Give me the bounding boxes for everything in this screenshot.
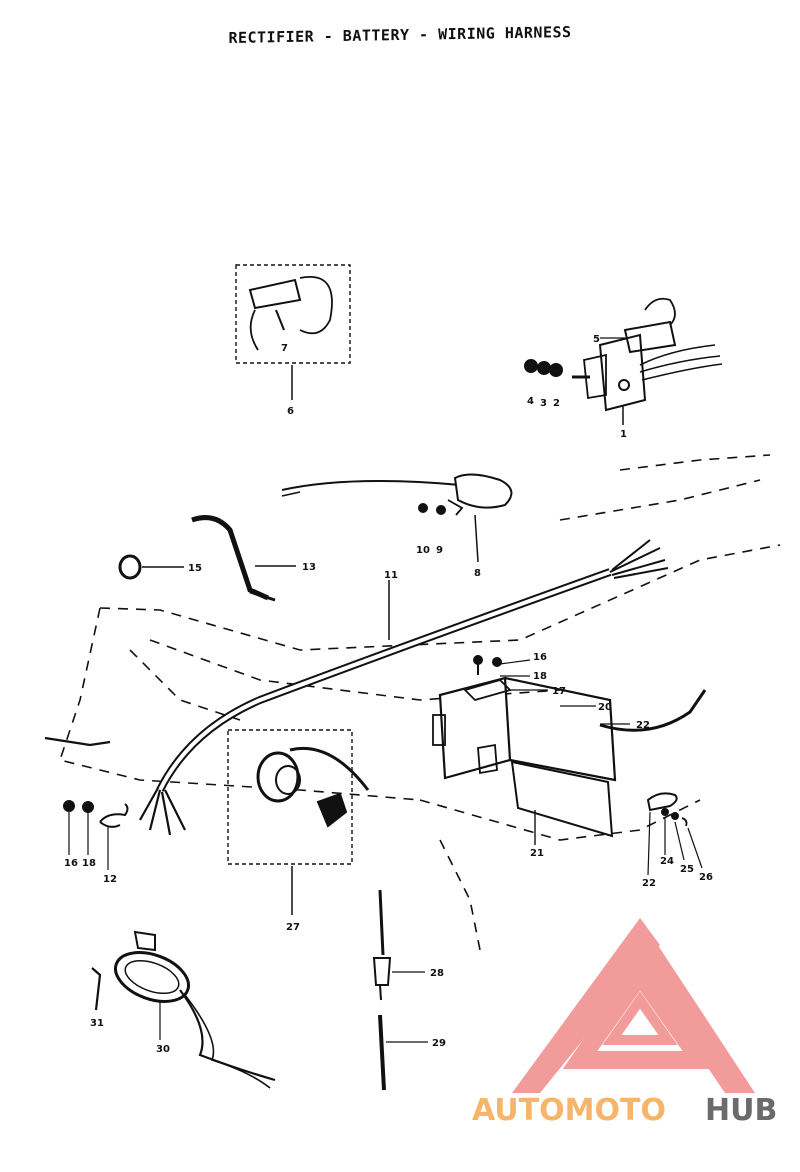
callout-22a: 22	[636, 720, 650, 731]
callout-20: 20	[598, 702, 612, 713]
callout-31: 31	[90, 1018, 104, 1029]
callout-17: 17	[552, 686, 566, 697]
callout-8: 8	[474, 568, 481, 579]
callout-18a: 18	[82, 858, 96, 869]
battery-group	[432, 655, 707, 845]
callout-9: 9	[436, 545, 443, 556]
callout-21: 21	[530, 848, 544, 859]
left-small-parts	[44, 736, 129, 870]
watermark-logo	[512, 918, 755, 1093]
callout-30: 30	[156, 1044, 170, 1055]
part-8-group	[281, 473, 513, 563]
callout-29: 29	[432, 1038, 446, 1049]
callout-16b: 16	[533, 652, 547, 663]
part-27-group	[227, 729, 370, 915]
callout-22b: 22	[642, 878, 656, 889]
callout-4: 4	[527, 396, 534, 407]
callout-3: 3	[540, 398, 547, 409]
callout-2: 2	[553, 398, 560, 409]
callout-24: 24	[660, 856, 674, 867]
callout-6: 6	[287, 406, 294, 417]
callout-18b: 18	[533, 671, 547, 682]
horn-group	[91, 930, 276, 1089]
callout-11: 11	[384, 570, 398, 581]
callout-1: 1	[620, 429, 627, 440]
callout-5: 5	[593, 334, 600, 345]
callout-10: 10	[416, 545, 430, 556]
wiring-harness-11	[139, 539, 669, 836]
frame-outline	[58, 454, 781, 951]
callout-25: 25	[680, 864, 694, 875]
callout-28: 28	[430, 968, 444, 979]
part-6-group	[235, 264, 351, 400]
watermark-hub: HUB	[705, 1093, 777, 1128]
rectifier-group	[524, 297, 723, 425]
callout-16a: 16	[64, 858, 78, 869]
sender-group	[372, 889, 428, 1091]
callout-labels: 1 2 3 4 5 6 7 8 9 10 11 13 15 16 18 12 1…	[64, 334, 713, 1055]
callout-7: 7	[281, 343, 288, 354]
watermark-automoto: AUTOMOTO	[472, 1093, 666, 1128]
callout-15: 15	[188, 563, 202, 574]
callout-26: 26	[699, 872, 713, 883]
callout-27: 27	[286, 922, 300, 933]
callout-13: 13	[302, 562, 316, 573]
part-13-group	[118, 515, 296, 602]
callout-12: 12	[103, 874, 117, 885]
right-small-parts	[646, 792, 703, 876]
